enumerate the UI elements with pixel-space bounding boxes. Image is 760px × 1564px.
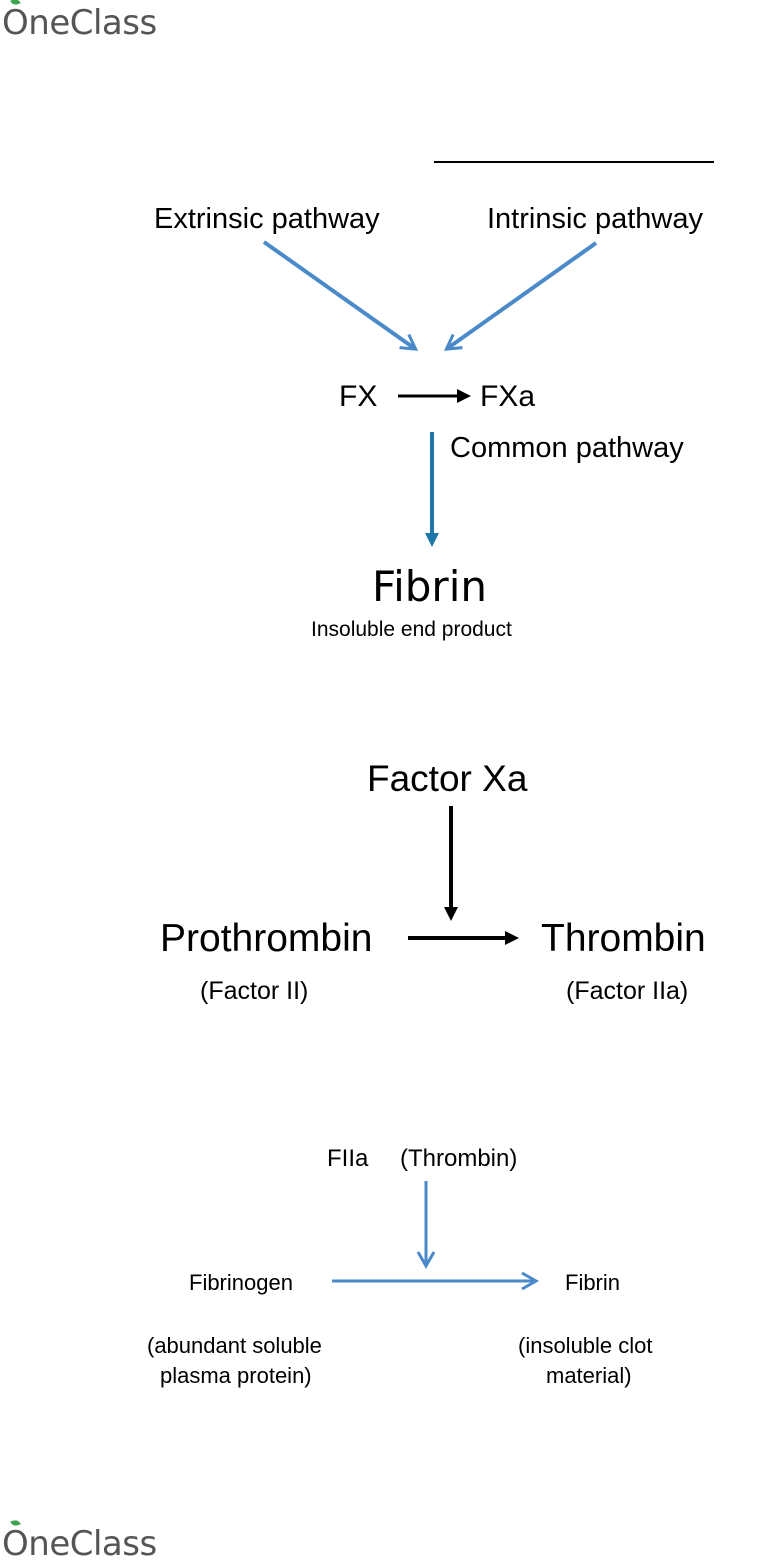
common-pathway-label: Common pathway	[450, 432, 684, 465]
fibrin-desc-line1: (insoluble clot	[518, 1333, 653, 1359]
fibrin-label: Fibrin	[565, 1270, 620, 1296]
thrombin-subtitle: (Factor IIa)	[566, 977, 688, 1006]
fx-label: FX	[339, 380, 377, 414]
fibrinogen-desc-line1: (abundant soluble	[147, 1333, 322, 1359]
footer-logo-o: O	[2, 1524, 28, 1564]
prothrombin-subtitle: (Factor II)	[200, 977, 308, 1006]
footer-logo-text: neClass	[28, 1524, 156, 1564]
thrombin-paren-label: (Thrombin)	[400, 1145, 517, 1173]
intrinsic-pathway-label: Intrinsic pathway	[487, 203, 703, 236]
prothrombin-label: Prothrombin	[160, 917, 372, 961]
fiia-label: FIIa	[327, 1145, 368, 1173]
extrinsic-arrow	[264, 242, 414, 348]
fibrinogen-label: Fibrinogen	[189, 1270, 293, 1296]
oneclass-footer-logo: O neClass	[2, 1524, 157, 1564]
thrombin-label: Thrombin	[541, 917, 706, 961]
factor-xa-label: Factor Xa	[367, 758, 527, 800]
intrinsic-arrow	[448, 243, 596, 348]
fibrin-desc-line2: material)	[546, 1363, 632, 1389]
fxa-label: FXa	[480, 380, 535, 414]
extrinsic-pathway-label: Extrinsic pathway	[154, 203, 380, 236]
fibrin-subtitle: Insoluble end product	[311, 618, 512, 642]
fibrinogen-desc-line2: plasma protein)	[160, 1363, 312, 1389]
fibrin-title: Fibrin	[372, 562, 487, 611]
